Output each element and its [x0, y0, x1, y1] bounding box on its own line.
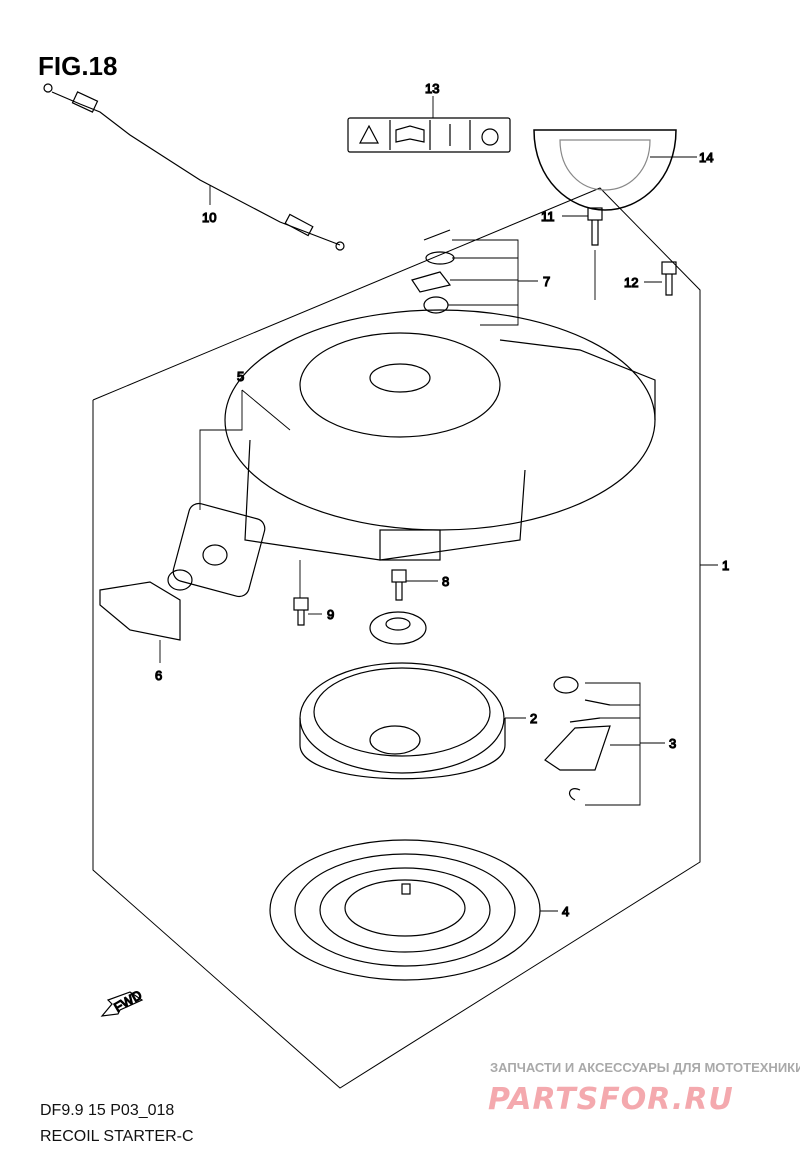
callout-4: 4 — [562, 904, 569, 919]
callout-3: 3 — [669, 736, 676, 751]
part-11-bolt — [587, 207, 603, 246]
callout-2: 2 — [530, 711, 537, 726]
cushion — [369, 611, 427, 645]
part-6-starter-handle — [99, 569, 193, 641]
figure-name: RECOIL STARTER-C — [40, 1128, 194, 1145]
callout-1: 1 — [722, 558, 729, 573]
part-2-reel — [299, 662, 506, 780]
part-13-caution-label — [347, 117, 511, 153]
part-7-pawl-set — [411, 229, 455, 314]
callout-13: 13 — [425, 81, 439, 96]
fwd-direction-arrow: FWD — [100, 987, 145, 1017]
part-4-recoil-spring — [269, 839, 541, 981]
part-9-bolt — [293, 597, 309, 626]
callout-8: 8 — [442, 574, 449, 589]
leader-lines — [159, 96, 718, 912]
callout-11: 11 — [541, 209, 555, 224]
watermark-tagline: ЗАПЧАСТИ И АКСЕССУАРЫ ДЛЯ МОТОТЕХНИКИ — [490, 1060, 800, 1075]
part-14-cover-plate — [533, 129, 677, 211]
part-10-cable — [43, 83, 345, 251]
figure-code: DF9.9 15 P03_018 — [40, 1102, 175, 1119]
assembly-outline — [92, 187, 701, 1089]
callout-6: 6 — [155, 668, 162, 683]
part-3-friction-set — [544, 676, 611, 801]
callout-10: 10 — [202, 210, 216, 225]
part-12-bolt — [661, 261, 677, 296]
part-5-grommet — [172, 502, 266, 598]
callout-5: 5 — [237, 369, 244, 384]
callout-7: 7 — [543, 274, 550, 289]
recoil-starter-case — [224, 309, 656, 561]
figure-title: FIG.18 — [38, 51, 118, 81]
watermark-brand: PARTSFOR.RU — [488, 1082, 734, 1117]
fwd-label: FWD — [111, 987, 144, 1015]
callout-14: 14 — [699, 150, 713, 165]
callout-9: 9 — [327, 607, 334, 622]
part-8-bolt — [391, 569, 407, 601]
callout-12: 12 — [624, 275, 638, 290]
